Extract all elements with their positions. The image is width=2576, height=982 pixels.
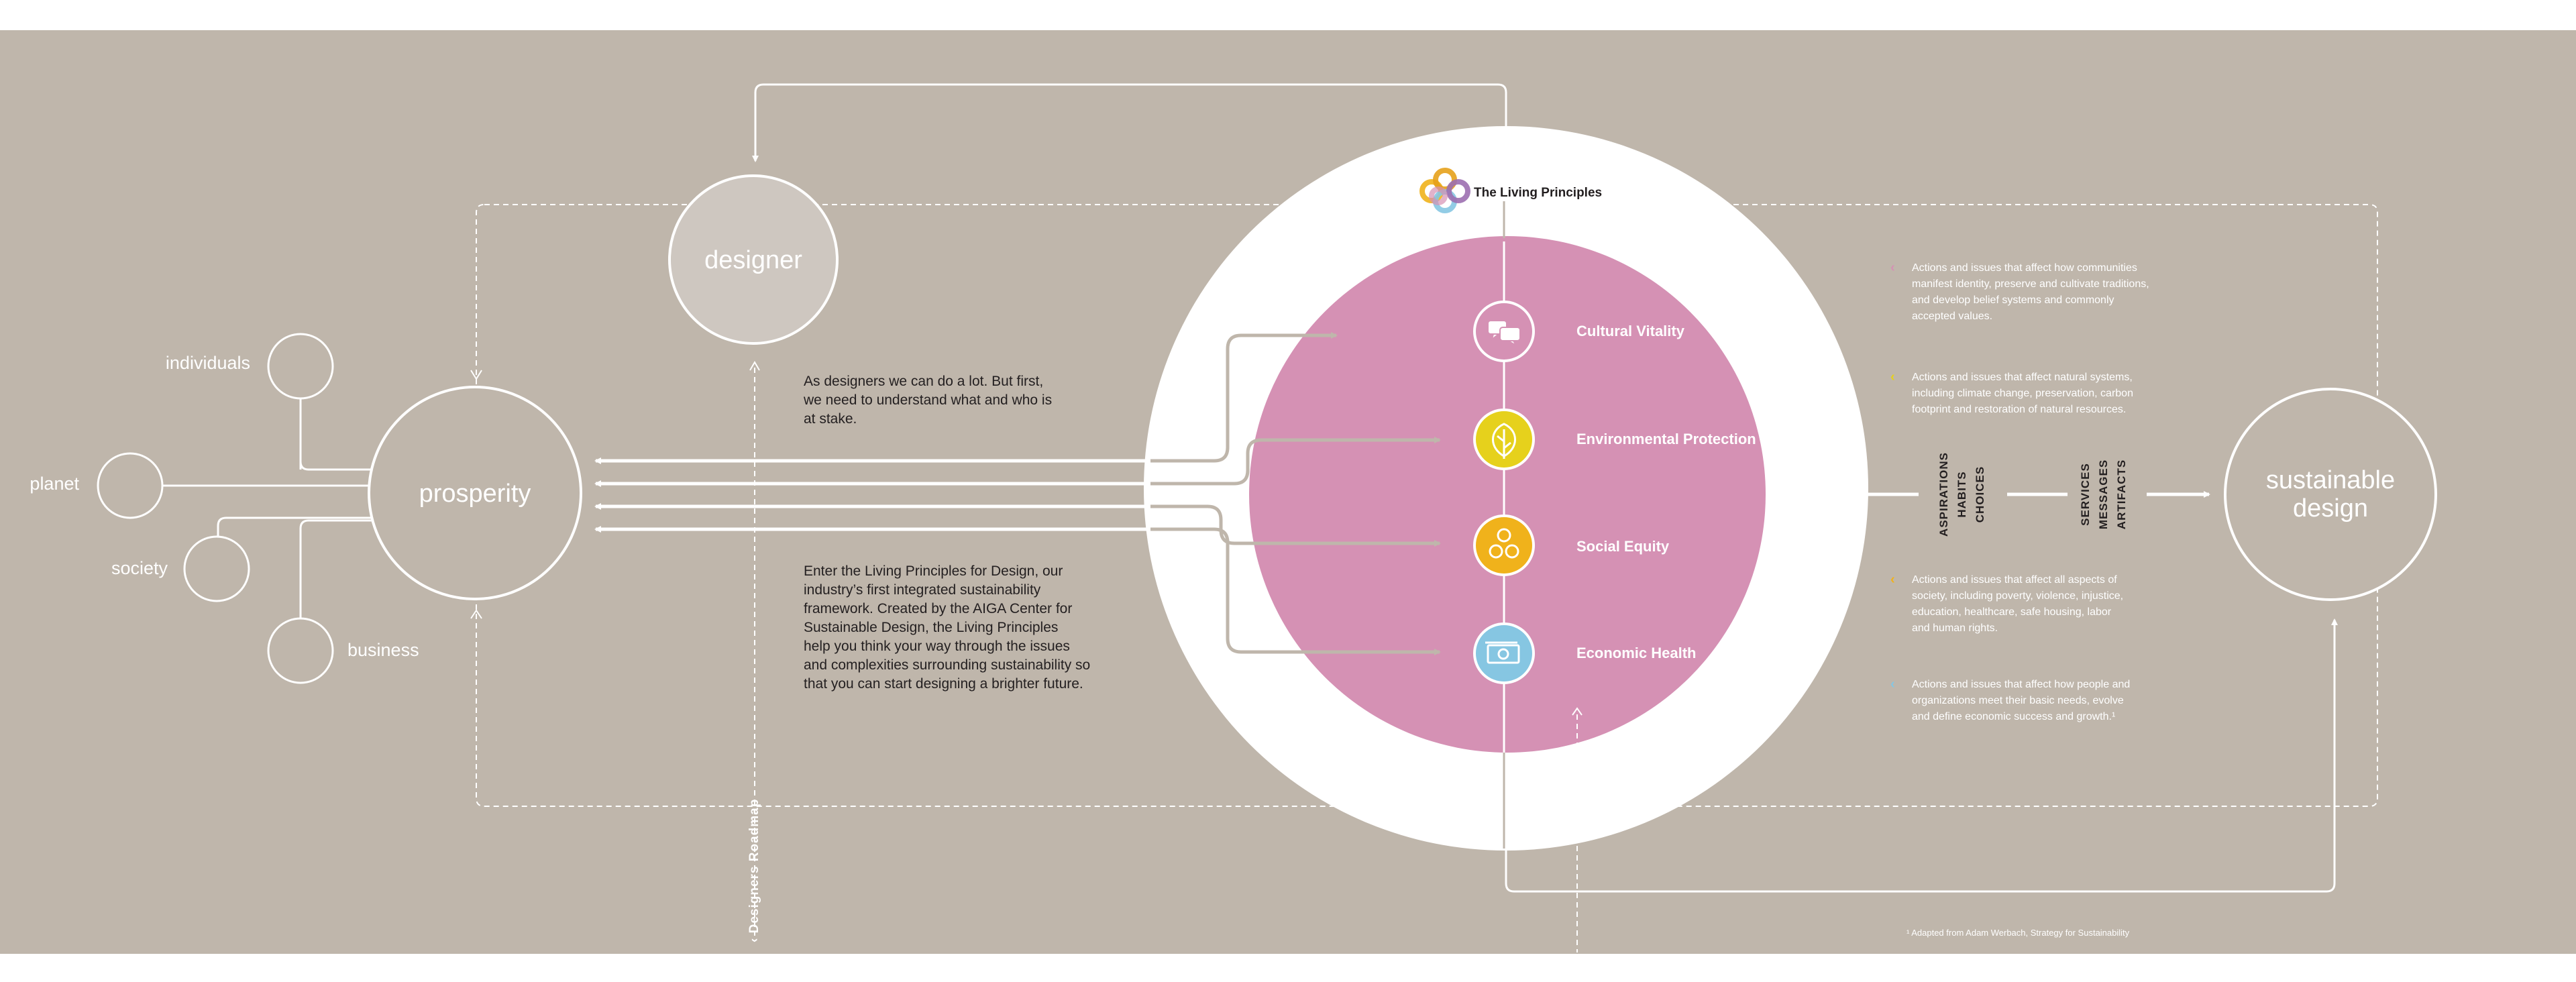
principle-label-social: Social Equity [1576, 538, 1670, 555]
leaf-icon [1492, 423, 1516, 459]
currency-icon [1485, 641, 1520, 664]
business-label: business [347, 640, 419, 660]
spoke-lines [162, 398, 372, 618]
svg-text:and define economic success an: and define economic success and growth.¹ [1912, 711, 2115, 722]
note-marker-social: ‹ [1890, 572, 1895, 587]
prosperity-label: prosperity [419, 480, 531, 508]
svg-text:footprint and restoration of n: footprint and restoration of natural res… [1912, 404, 2126, 415]
svg-text:As designers we can do a lot.: As designers we can do a lot. But first, [804, 374, 1043, 389]
svg-text:that you can start designing a: that you can start designing a brighter … [804, 676, 1083, 692]
svg-text:Actions and issues that affect: Actions and issues that affect natural s… [1912, 372, 2133, 383]
svg-text:including climate change, pres: including climate change, preservation, … [1912, 388, 2133, 399]
individuals-node [267, 333, 334, 400]
social-equity-icon-group [1473, 514, 1535, 576]
top-loop-connector [752, 83, 1507, 162]
frame-arrow-bottom [470, 609, 482, 619]
planet-label: planet [30, 474, 79, 494]
svg-text:help you think your way throug: help you think your way through the issu… [804, 639, 1070, 654]
design-label: design [2293, 494, 2368, 523]
cultural-vitality-icon-group [1473, 301, 1535, 362]
sustainable-design-node [2224, 388, 2437, 601]
svg-text:Actions and issues that affect: Actions and issues that affect how commu… [1912, 262, 2137, 274]
intro-text: As designers we can do a lot. But first,… [803, 374, 1052, 427]
note-cultural: ‹ Actions and issues that affect how com… [1890, 260, 2149, 322]
svg-text:and human rights.: and human rights. [1912, 622, 1998, 634]
svg-text:we need to understand what and: we need to understand what and who is [803, 392, 1052, 408]
svg-text:accepted values.: accepted values. [1912, 311, 1992, 322]
bottom-loop-connector [1505, 618, 2338, 893]
svg-text:organizations meet their basic: organizations meet their basic needs, ev… [1912, 695, 2124, 706]
vertical-word-choices: CHOICES [1974, 466, 1986, 523]
svg-text:industry’s first integrated su: industry’s first integrated sustainabili… [804, 582, 1041, 598]
economic-health-icon-group [1473, 622, 1535, 684]
people-icon [1489, 528, 1519, 559]
designers-roadmap-label: ‹ Designers Roadmap [747, 799, 761, 942]
roadmap-arrow-head [749, 361, 760, 371]
interlocking-rings-logo [1419, 168, 1470, 213]
vertical-word-services: SERVICES [2079, 463, 2092, 526]
note-marker-economic: ‹ [1890, 677, 1895, 692]
principle-label-cultural: Cultural Vitality [1576, 323, 1685, 339]
svg-text:Sustainable Design, the Living: Sustainable Design, the Living Principle… [804, 620, 1058, 635]
frame-arrow-top [470, 370, 482, 380]
business-node [267, 617, 334, 684]
footnote: ¹ Adapted from Adam Werbach, Strategy fo… [1907, 928, 2130, 938]
logo-title: The Living Principles [1474, 186, 1602, 200]
axis-dashed-head [1572, 707, 1582, 716]
designer-label: designer [704, 246, 802, 274]
sustainable-label: sustainable [2266, 466, 2395, 494]
svg-text:and complexities surrounding s: and complexities surrounding sustainabil… [804, 657, 1090, 673]
note-environmental: ‹ Actions and issues that affect natural… [1890, 370, 2133, 415]
vertical-word-artifacts: ARTIFACTS [2115, 459, 2128, 529]
vertical-word-messages: MESSAGES [2097, 459, 2110, 529]
principle-label-environmental: Environmental Protection [1576, 431, 1756, 447]
svg-text:framework. Created by the AIGA: framework. Created by the AIGA Center fo… [804, 601, 1072, 616]
svg-text:Enter the Living Principles fo: Enter the Living Principles for Design, … [804, 563, 1063, 579]
svg-text:and develop belief systems and: and develop belief systems and commonly [1912, 294, 2114, 306]
svg-text:Actions and issues that affect: Actions and issues that affect how peopl… [1912, 679, 2130, 690]
planet-node [97, 452, 164, 519]
note-marker-cultural: ‹ [1890, 260, 1895, 275]
inner-pink-circle [1249, 236, 1766, 753]
principle-connectors [1150, 332, 1441, 655]
speech-bubbles-icon [1487, 320, 1521, 347]
framework-text: Enter the Living Principles for Design, … [804, 563, 1090, 692]
individuals-label: individuals [166, 353, 250, 373]
note-economic: ‹ Actions and issues that affect how peo… [1890, 677, 2130, 722]
environmental-protection-icon-group [1473, 408, 1535, 470]
svg-text:education, healthcare, safe ho: education, healthcare, safe housing, lab… [1912, 606, 2112, 618]
designer-node [668, 174, 839, 345]
svg-text:Actions and issues that affect: Actions and issues that affect all aspec… [1912, 574, 2117, 586]
svg-text:manifest identity, preserve an: manifest identity, preserve and cultivat… [1912, 278, 2149, 290]
vertical-word-habits: HABITS [1955, 471, 1968, 517]
svg-text:society, including poverty, vi: society, including poverty, violence, in… [1912, 590, 2123, 602]
prosperity-inbound-arrows [594, 457, 1150, 533]
society-node [183, 535, 250, 602]
principle-label-economic: Economic Health [1576, 645, 1696, 661]
note-social: ‹ Actions and issues that affect all asp… [1890, 572, 2123, 634]
svg-text:at stake.: at stake. [804, 411, 857, 427]
vertical-word-aspirations: ASPIRATIONS [1937, 452, 1950, 537]
prosperity-node [368, 386, 582, 600]
note-marker-environmental: ‹ [1890, 370, 1895, 384]
society-label: society [111, 558, 168, 578]
